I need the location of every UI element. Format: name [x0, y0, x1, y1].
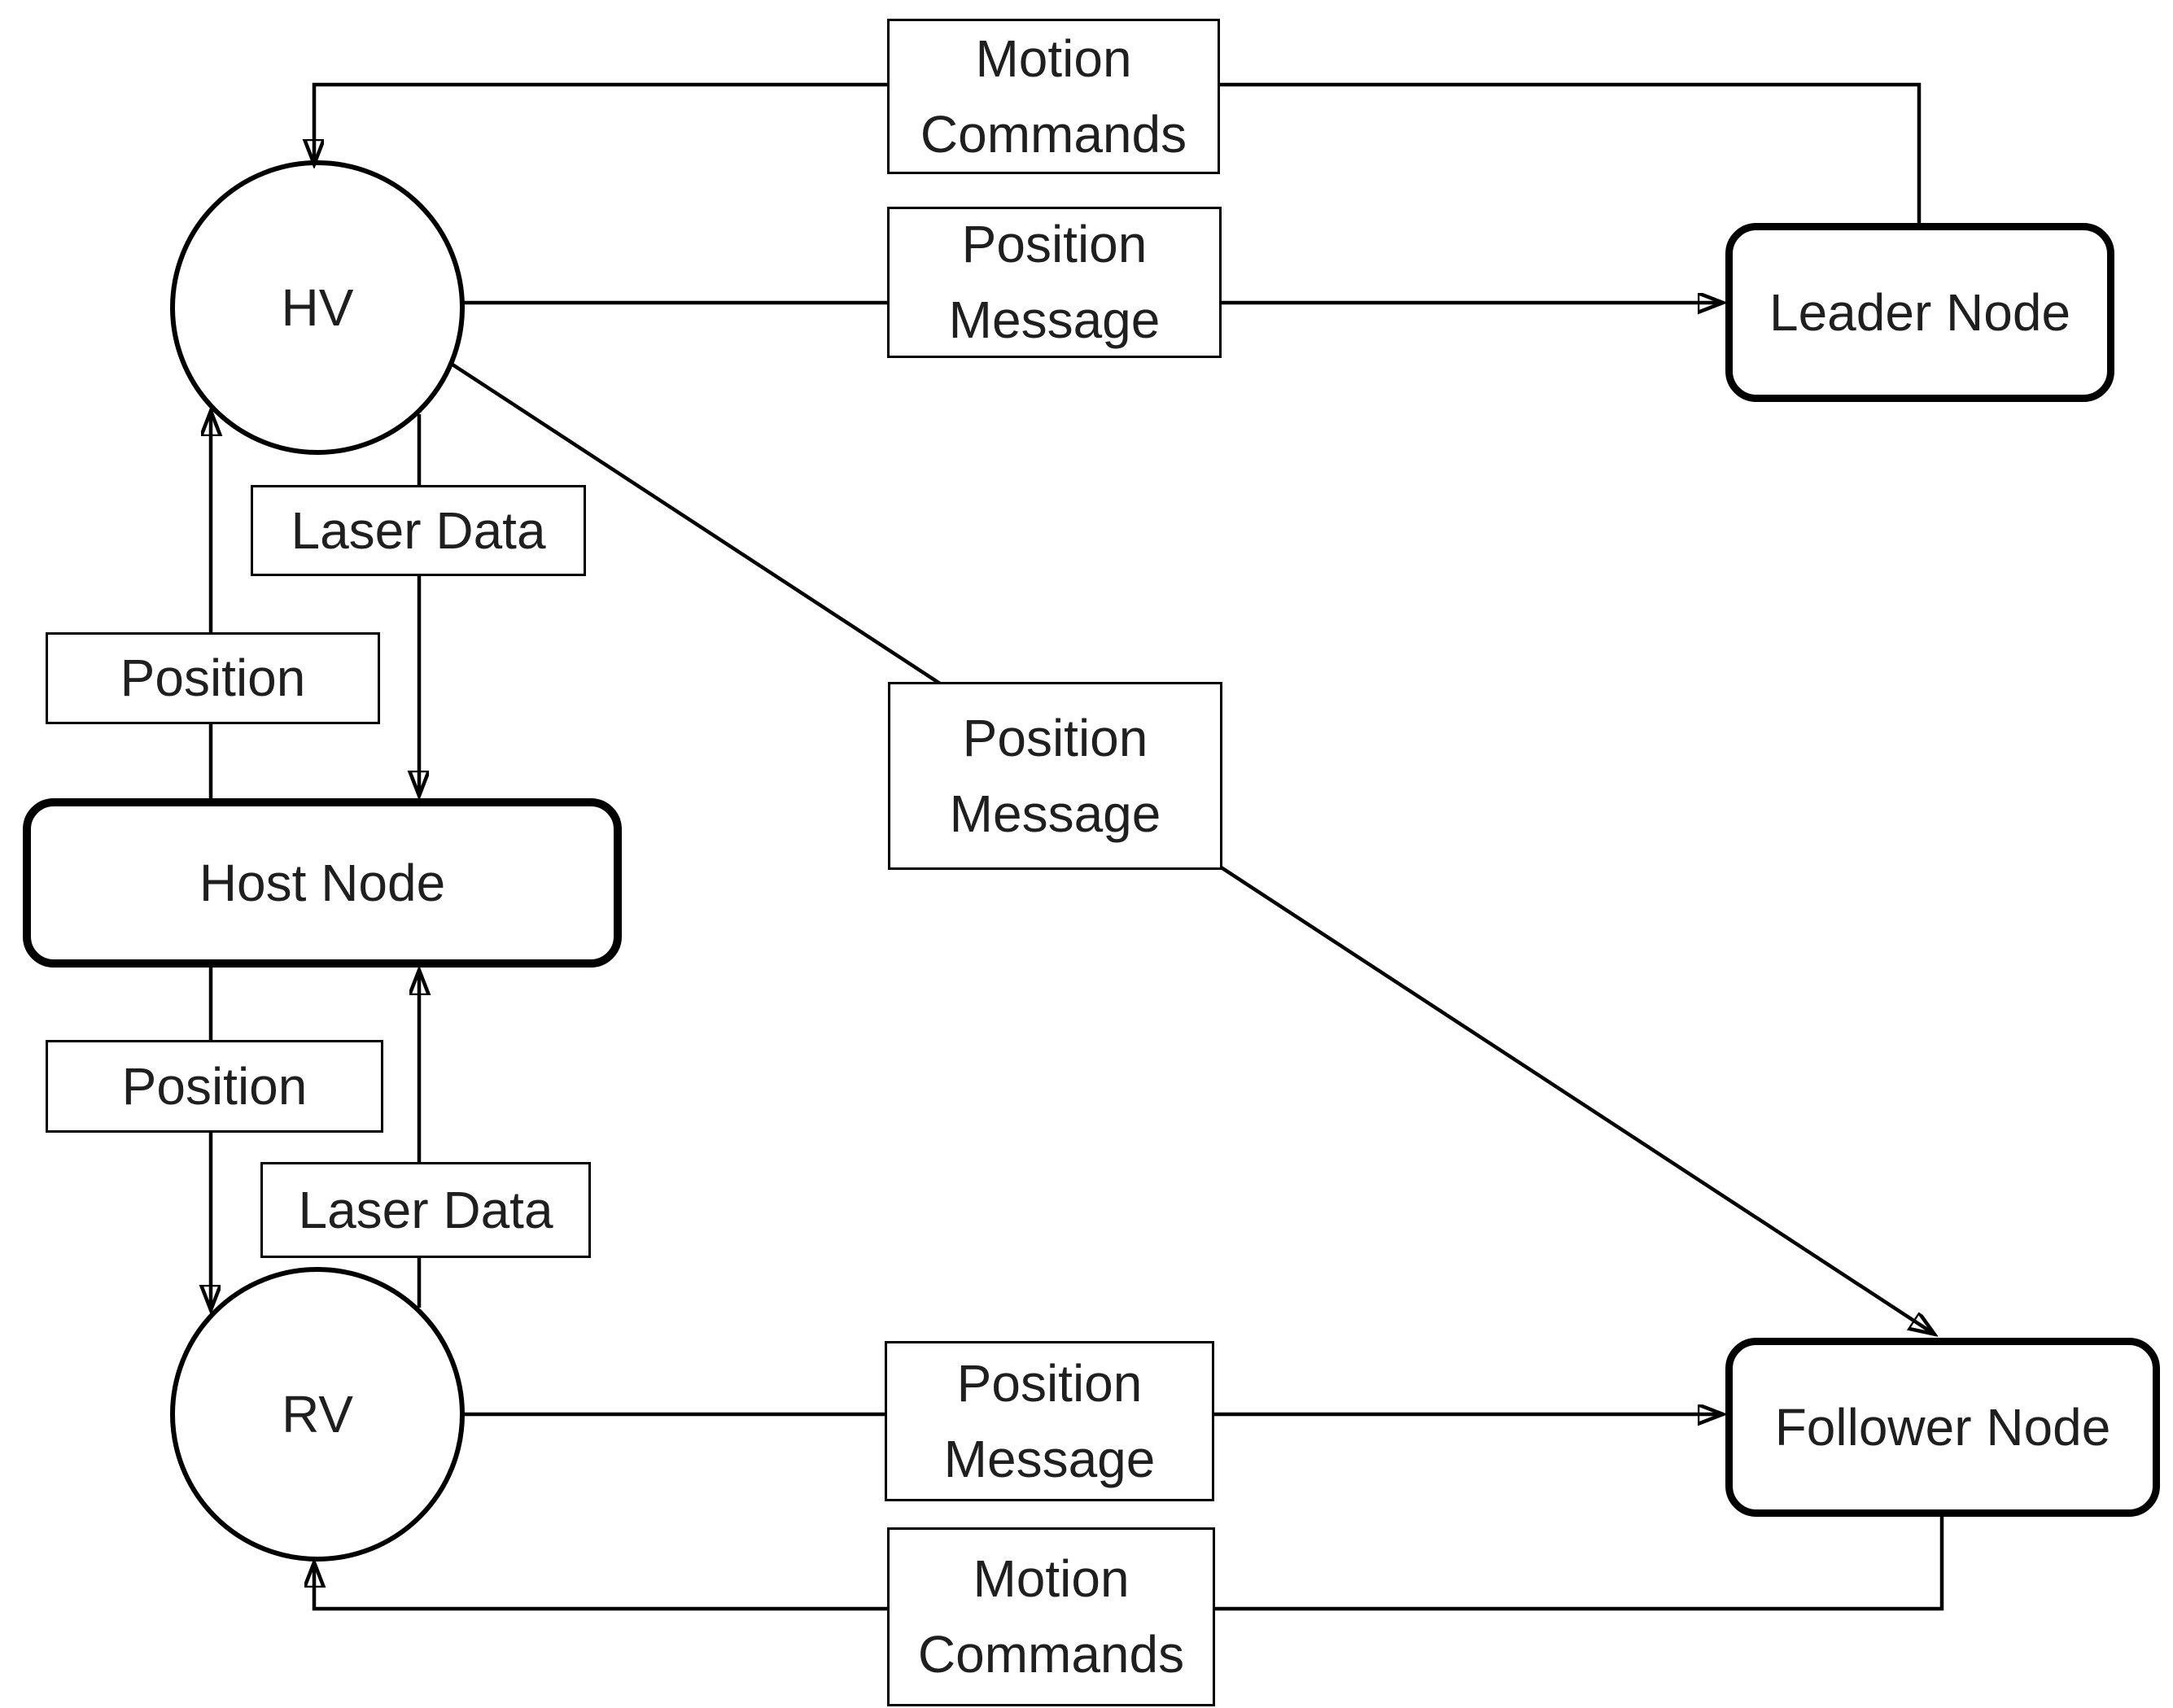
label-box-position-message-bottom: Position Message [885, 1341, 1214, 1501]
label-line: Motion [973, 1549, 1130, 1609]
label-line: Message [948, 290, 1161, 349]
label-line: Laser Data [291, 500, 546, 560]
label-line: Motion [975, 28, 1132, 88]
leader-node-label: Leader Node [1769, 283, 2071, 342]
label-box-motion-commands-bottom: Motion Commands [887, 1527, 1215, 1706]
rv-node-label: RV [282, 1385, 353, 1444]
label-box-position-message-middle: Position Message [888, 682, 1222, 870]
label-box-laser-data-bottom: Laser Data [260, 1162, 591, 1258]
label-box-position-message-top: Position Message [887, 207, 1222, 358]
label-line: Commands [920, 104, 1187, 164]
host-node-box: Host Node [23, 798, 622, 968]
hv-node-label: HV [281, 278, 354, 337]
label-line: Message [943, 1429, 1156, 1488]
label-line: Position [961, 215, 1148, 274]
label-line: Position [120, 649, 306, 708]
label-box-laser-data-top: Laser Data [251, 485, 586, 576]
label-box-motion-commands-top: Motion Commands [887, 19, 1220, 174]
label-box-position-top: Position [46, 632, 380, 724]
label-line: Position [956, 1353, 1143, 1413]
host-node-label: Host Node [199, 854, 446, 912]
leader-node-box: Leader Node [1725, 223, 2114, 402]
label-line: Laser Data [298, 1180, 553, 1239]
label-line: Position [962, 708, 1148, 767]
hv-vehicle-node: HV [170, 160, 465, 455]
label-line: Message [949, 784, 1161, 843]
label-line: Position [121, 1056, 308, 1116]
label-box-position-bottom: Position [46, 1040, 383, 1133]
follower-node-box: Follower Node [1725, 1338, 2160, 1517]
follower-node-label: Follower Node [1774, 1398, 2111, 1457]
label-line: Commands [917, 1625, 1185, 1684]
